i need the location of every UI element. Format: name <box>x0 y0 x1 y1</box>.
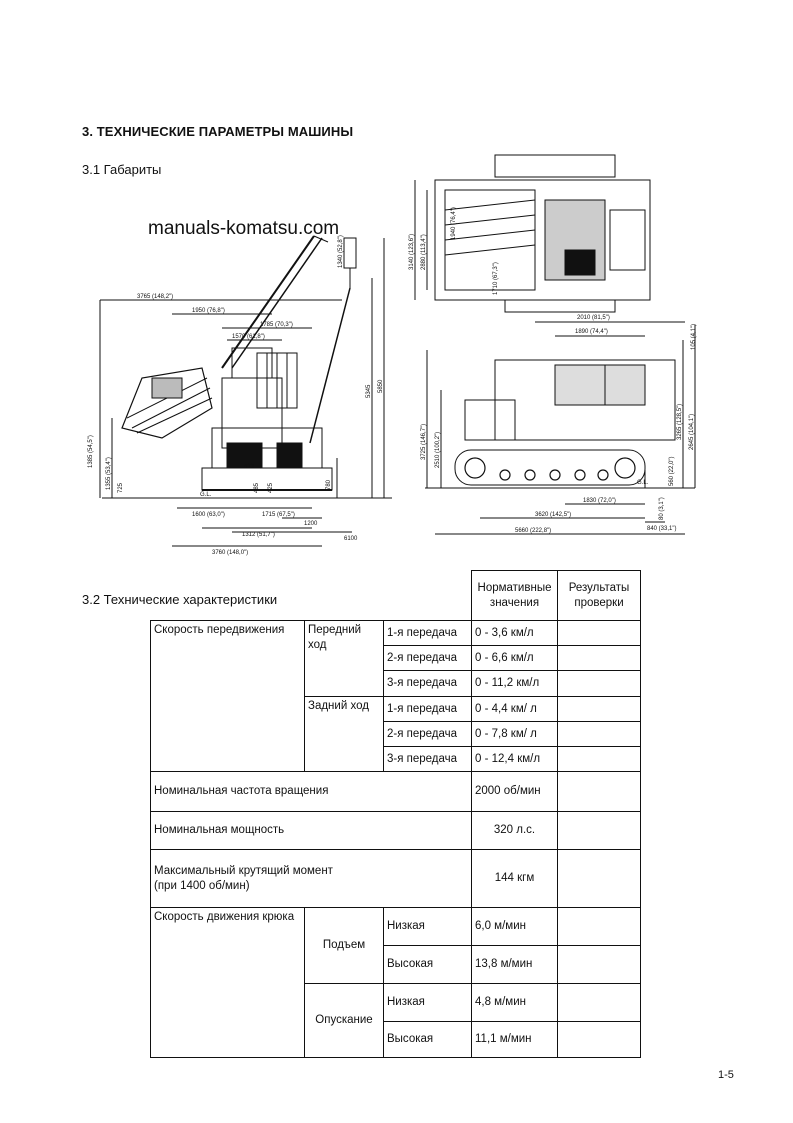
value-cell: 320 л.с. <box>471 811 558 850</box>
dim-label: 780 <box>326 479 332 490</box>
side-view-drawing: 3765 (148,2") 1950 (76,8") 1785 (70,3") … <box>82 228 402 558</box>
ground-line-label: G.L. <box>200 492 212 498</box>
dim-label: 1715 (67,5") <box>262 512 295 518</box>
value-cell: 11,1 м/мин <box>471 1021 558 1058</box>
value-cell: 0 - 6,6 км/л <box>471 645 558 671</box>
dim-label: 1200 <box>304 521 318 527</box>
result-cell <box>557 983 641 1022</box>
power-label: Номинальная мощность <box>150 811 472 850</box>
dim-label: 3265 (128,5") <box>677 404 683 440</box>
dim-label: 1710 (67,3") <box>493 262 499 295</box>
value-cell: 2000 об/мин <box>471 771 558 812</box>
result-cell <box>557 721 641 747</box>
dim-label: 5850 <box>378 379 384 393</box>
header-results: Результаты проверки <box>557 570 641 621</box>
value-cell: 6,0 м/мин <box>471 907 558 946</box>
dim-label: 1312 (51,7") <box>242 532 275 538</box>
ground-line-label: G.L. <box>637 480 649 486</box>
dim-label: 2010 (81,5") <box>577 315 610 321</box>
result-cell <box>557 670 641 697</box>
dim-label: 485 <box>254 482 260 493</box>
dim-label: 1785 (70,3") <box>260 322 293 328</box>
result-cell <box>557 849 641 908</box>
reverse-label: Задний ход <box>304 696 384 772</box>
dim-label: 3760 (148,0") <box>212 550 248 556</box>
forward-label: Передний ход <box>304 620 384 697</box>
dim-label: 5345 <box>366 384 372 398</box>
dim-label: 1385 (54,5") <box>88 435 94 468</box>
subsection-specs: 3.2 Технические характеристики <box>82 592 278 607</box>
dim-label: 725 <box>118 482 124 493</box>
dim-label: 5660 (222,8") <box>515 528 551 534</box>
dim-label: 1890 (74,4") <box>575 329 608 335</box>
result-cell <box>557 696 641 722</box>
gear-label: 2-я передача <box>383 645 472 671</box>
gear-label: 2-я передача <box>383 721 472 747</box>
hook-label: Скорость движения крюка <box>150 907 305 1058</box>
result-cell <box>557 620 641 646</box>
gear-label: 3-я передача <box>383 670 472 697</box>
value-cell: 0 - 12,4 км/л <box>471 746 558 772</box>
dim-label: 3765 (148,2") <box>137 294 173 300</box>
speed-low-label: Низкая <box>383 907 472 946</box>
speed-high-label: Высокая <box>383 1021 472 1058</box>
specs-table: Нормативные значения Результаты проверки… <box>150 570 641 1058</box>
result-cell <box>557 1021 641 1058</box>
torque-label-line1: Максимальный крутящий момент <box>154 864 333 877</box>
result-cell <box>557 945 641 984</box>
dim-label: 3140 (123,6") <box>409 234 415 270</box>
value-cell: 144 кгм <box>471 849 558 908</box>
speed-high-label: Высокая <box>383 945 472 984</box>
value-cell: 0 - 7,8 км/ л <box>471 721 558 747</box>
result-cell <box>557 771 641 812</box>
watermark-text: manuals-komatsu.com <box>148 218 340 239</box>
dim-label: 2880 (113,4") <box>421 234 427 270</box>
dim-label: 560 (22,0") <box>669 457 675 486</box>
dim-label: 3620 (142,5") <box>535 512 571 518</box>
dim-label: 1830 (72,0") <box>583 498 616 504</box>
dim-label: 1570 (61,8") <box>232 334 265 340</box>
top-view-drawing: 3140 (123,6") 2880 (113,4") 1940 (76,4")… <box>405 150 705 545</box>
section-title: 3. ТЕХНИЧЕСКИЕ ПАРАМЕТРЫ МАШИНЫ <box>82 124 354 139</box>
speed-label: Скорость передвижения <box>150 620 305 772</box>
value-cell: 0 - 4,4 км/ л <box>471 696 558 722</box>
dim-label: 1950 (76,8") <box>192 308 225 314</box>
subsection-dimensions: 3.1 Габариты <box>82 162 162 177</box>
dim-label: 2645 (104,1") <box>689 414 695 450</box>
gear-label: 1-я передача <box>383 620 472 646</box>
lower-label: Опускание <box>304 983 384 1058</box>
gear-label: 1-я передача <box>383 696 472 722</box>
torque-label-line2: (при 1400 об/мин) <box>154 879 250 892</box>
dim-label: 105 (4,1") <box>691 324 697 350</box>
value-cell: 13,8 м/мин <box>471 945 558 984</box>
dim-label: 6100 <box>344 536 358 542</box>
result-cell <box>557 811 641 850</box>
page-number: 1-5 <box>718 1069 734 1081</box>
dim-label: 80 (3,1") <box>659 497 665 520</box>
value-cell: 0 - 11,2 км/л <box>471 670 558 697</box>
result-cell <box>557 746 641 772</box>
dim-label: 3725 (146,7") <box>421 424 427 460</box>
dim-label: 1340 (52,8") <box>338 235 344 268</box>
result-cell <box>557 907 641 946</box>
gear-label: 3-я передача <box>383 746 472 772</box>
dim-label: 413 <box>244 464 255 470</box>
dim-label: 2510 (100,2") <box>435 432 441 468</box>
result-cell <box>557 645 641 671</box>
dim-label: 1355 (53,4") <box>106 457 112 490</box>
value-cell: 0 - 3,6 км/л <box>471 620 558 646</box>
dim-label: 1600 (63,0") <box>192 512 225 518</box>
speed-low-label: Низкая <box>383 983 472 1022</box>
dim-label: 840 (33,1") <box>647 526 676 532</box>
header-normative: Нормативные значения <box>471 570 558 621</box>
dim-label: 425 <box>268 482 274 493</box>
dim-label: 1940 (76,4") <box>451 207 457 240</box>
value-cell: 4,8 м/мин <box>471 983 558 1022</box>
torque-label: Максимальный крутящий момент (при 1400 о… <box>150 849 472 908</box>
rpm-label: Номинальная частота вращения <box>150 771 472 812</box>
lift-label: Подъем <box>304 907 384 984</box>
